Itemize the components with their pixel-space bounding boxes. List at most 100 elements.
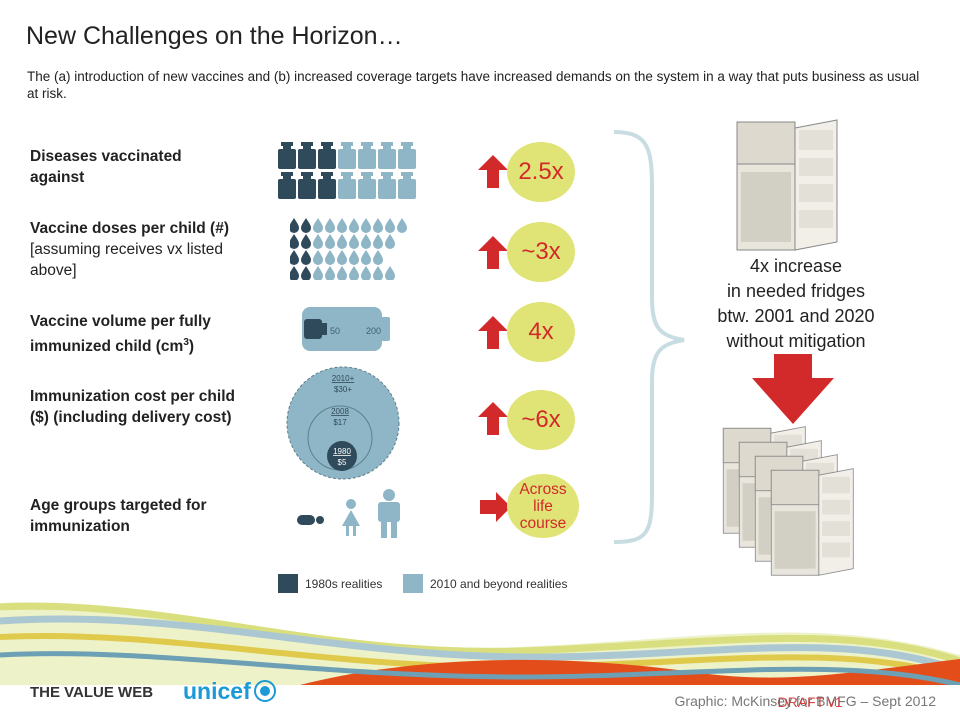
fridge-icon <box>736 119 838 251</box>
cost-year-2008: 2008 <box>331 407 349 416</box>
fridge-summary-line3: btw. 2001 and 2020 <box>717 306 875 326</box>
drop-icon <box>373 266 383 280</box>
change-circle-doses: ~3x <box>507 222 575 282</box>
drop-icon <box>290 218 299 233</box>
decorative-wave <box>0 602 960 685</box>
footer-credit-text: Graphic: McKinsey for BMFG – Sept 2012 <box>674 693 936 709</box>
up-arrow-icon <box>478 402 508 435</box>
vial-icon <box>278 172 296 199</box>
drop-icon <box>337 234 347 249</box>
drop-icon <box>349 218 359 233</box>
vial-icon <box>298 172 316 199</box>
drop-icon <box>385 218 395 233</box>
vial-icon <box>398 142 416 169</box>
cost-value-2008: $17 <box>333 418 347 427</box>
unicef-emblem-icon <box>254 680 276 702</box>
drop-icon <box>349 266 359 280</box>
drop-icon <box>373 234 383 249</box>
right-arrow-icon <box>480 492 511 522</box>
fridge-icon <box>770 468 854 576</box>
drop-icon <box>385 234 395 249</box>
drop-icon <box>337 250 347 265</box>
unicef-logo: unicef <box>183 678 251 704</box>
drop-icon <box>325 218 335 233</box>
drop-icon <box>301 218 311 233</box>
row-label-age: Age groups targeted for immunization <box>30 495 230 537</box>
fridge-stack-icon <box>722 426 854 576</box>
page-title: New Challenges on the Horizon… <box>26 22 403 50</box>
page-subtitle: The (a) introduction of new vaccines and… <box>27 69 920 101</box>
vial-icon <box>398 172 416 199</box>
vial-icon <box>358 142 376 169</box>
drop-icon <box>290 234 299 249</box>
drop-icon <box>373 218 383 233</box>
fridge-summary: 4x increase in needed fridges btw. 2001 … <box>690 254 902 354</box>
up-arrow-icon <box>478 236 508 269</box>
drop-icon <box>349 234 359 249</box>
vial-icon <box>278 142 296 169</box>
vial-icon <box>298 142 316 169</box>
drop-icon <box>337 218 347 233</box>
drop-icon <box>313 266 323 280</box>
drop-icon <box>397 218 407 233</box>
brace-icon <box>613 130 685 544</box>
legend-label-1980s: 1980s realities <box>305 577 383 591</box>
row-label-diseases: Diseases vaccinated against <box>30 146 230 188</box>
fridge-summary-line4: without mitigation <box>726 331 866 351</box>
up-arrow-icon <box>478 155 508 188</box>
drop-icon <box>290 250 299 265</box>
row-label-cost-text: Immunization cost per child ($) (includi… <box>30 388 235 426</box>
age-groups-icon <box>297 489 400 538</box>
drop-icon <box>361 234 371 249</box>
cost-value-2010: $30+ <box>334 385 352 394</box>
drop-icon <box>301 266 311 280</box>
row-label-cost: Immunization cost per child ($) (includi… <box>30 386 245 428</box>
child-icon <box>342 499 360 536</box>
change-circle-age: Across life course <box>507 474 579 538</box>
down-arrow-icon <box>752 354 834 424</box>
vial-grid <box>278 142 416 199</box>
change-circle-cost: ~6x <box>507 390 575 450</box>
cost-value-1980: $5 <box>338 458 347 467</box>
drop-icon <box>385 266 395 280</box>
change-circle-diseases: 2.5x <box>507 142 575 202</box>
row-label-volume-text: Vaccine volume per fully immunized child… <box>30 313 211 356</box>
cost-circles: 2010+ $30+ 2008 $17 1980 $5 <box>286 366 400 480</box>
drop-icon <box>301 234 311 249</box>
drop-grid <box>290 218 407 280</box>
vial-icon <box>378 142 396 169</box>
drop-icon <box>301 250 311 265</box>
volume-bottle-icon: 50 200 <box>302 307 390 351</box>
vial-icon <box>358 172 376 199</box>
draft-stamp: DRAFT v1 <box>777 694 843 710</box>
drop-icon <box>373 250 383 265</box>
vial-icon <box>338 172 356 199</box>
vial-icon <box>338 142 356 169</box>
value-web-logo: THE VALUE WEB <box>30 684 154 701</box>
row-label-volume-after: ) <box>188 338 195 356</box>
fridge-summary-line2: in needed fridges <box>726 281 866 301</box>
row-label-age-text: Age groups targeted for immunization <box>30 497 207 535</box>
drop-icon <box>290 266 299 280</box>
row-label-volume-sup: 3 <box>183 337 189 348</box>
drop-icon <box>325 266 335 280</box>
drop-icon <box>361 218 371 233</box>
row-label-diseases-text: Diseases vaccinated against <box>30 148 182 186</box>
row-label-doses: Vaccine doses per child (#) [assuming re… <box>30 218 245 281</box>
change-circle-volume: 4x <box>507 302 575 362</box>
adult-icon <box>378 489 400 538</box>
drop-icon <box>325 250 335 265</box>
vial-icon <box>378 172 396 199</box>
row-label-volume: Vaccine volume per fully immunized child… <box>30 311 260 357</box>
legend-swatch-1980s <box>278 574 298 593</box>
drop-icon <box>361 250 371 265</box>
drop-icon <box>361 266 371 280</box>
up-arrow-icon <box>478 316 508 349</box>
drop-icon <box>313 250 323 265</box>
fridge-summary-line1: 4x increase <box>749 256 843 276</box>
drop-icon <box>337 266 347 280</box>
bottle-tick-200: 200 <box>366 326 381 336</box>
footer-credit: Graphic: McKinsey for BMFG – Sept 2012 D… <box>674 693 936 710</box>
row-label-doses-bold: Vaccine doses per child (#) <box>30 220 229 237</box>
legend-label-2010: 2010 and beyond realities <box>430 577 568 591</box>
